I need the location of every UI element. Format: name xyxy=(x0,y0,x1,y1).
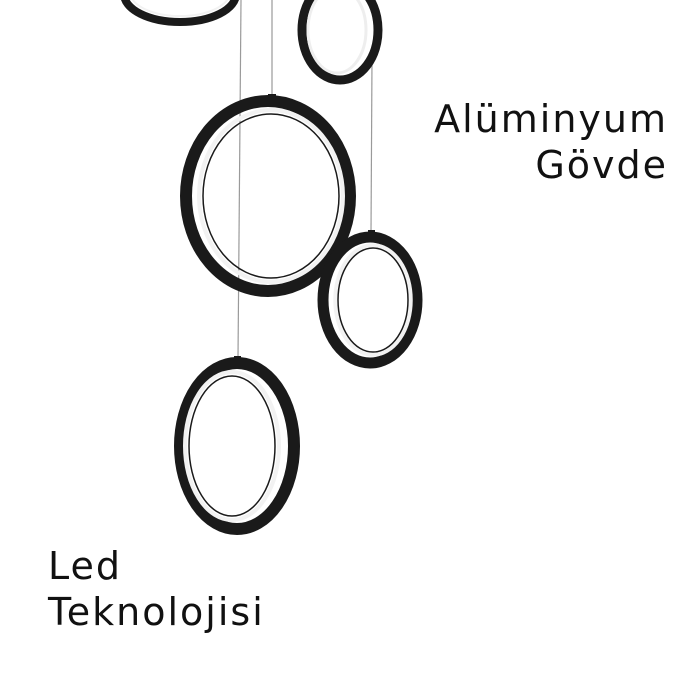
suspension-wires xyxy=(237,0,373,359)
ring-top-left xyxy=(121,0,239,26)
caption-led-line1: Led xyxy=(48,544,123,588)
caption-aluminum-line2: Gövde xyxy=(535,143,668,187)
caption-led-technology: Led Teknolojisi xyxy=(48,543,265,635)
wire-bottom-ring xyxy=(237,0,242,359)
caption-aluminum-body: Alüminyum Gövde xyxy=(434,96,668,188)
caption-aluminum-line1: Alüminyum xyxy=(434,97,668,141)
ring-top-center xyxy=(297,0,383,85)
caption-led-line2: Teknolojisi xyxy=(48,590,265,634)
ring-small xyxy=(317,230,423,369)
ring-large xyxy=(180,94,356,297)
ring-bottom xyxy=(174,356,300,535)
wire-small-ring xyxy=(370,59,373,234)
